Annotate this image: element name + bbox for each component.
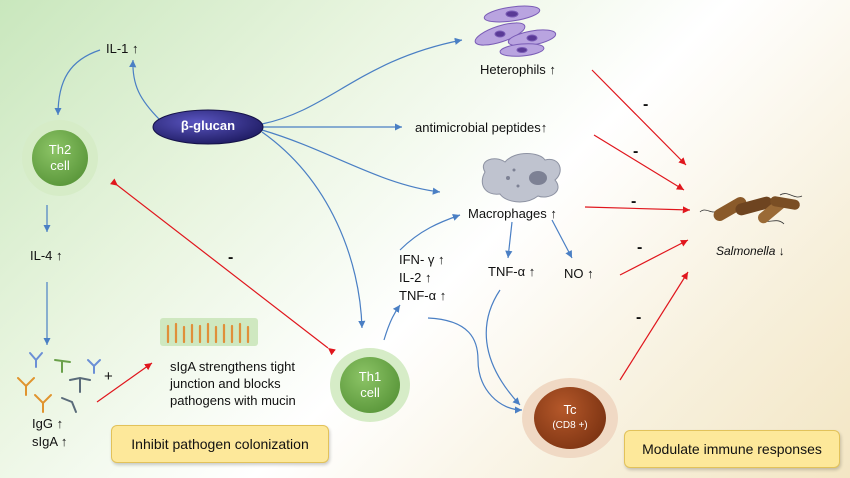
minus-no: - [637,239,643,256]
arrow-cytokines-macrophages [399,213,461,251]
th2-label: Th2 [48,142,72,157]
salmonella-down-arrow: ↓ [778,244,785,258]
salmonella-name: Salmonella [716,244,776,258]
beta-glucan-label: β-glucan [180,118,236,133]
tc-cell-node: Tc (CD8 +) [522,378,618,458]
arrow-tnf-tc [485,289,521,406]
arrow-glucan-macrophages [261,129,441,195]
villi-icon [160,318,258,346]
th2-cell-node: Th2 cell [22,120,98,196]
siga-label: sIgA ↑ [32,434,68,449]
minus-heterophils: - [643,96,649,113]
siga-description-3: pathogens with mucin [170,393,296,408]
igg-label: IgG ↑ [32,416,64,431]
arrow-cytokines-tc [427,317,523,414]
arrow-macrophages-tnf [505,221,513,259]
minus-th1-th2: - [228,249,234,266]
minus-tc: - [636,309,642,326]
il4-label: IL-4 ↑ [30,248,63,263]
beta-glucan-node [152,109,264,145]
minus-macrophages: - [631,193,637,210]
no-label: NO ↑ [564,266,594,281]
tnf-alpha-label-2: TNF-α ↑ [488,264,536,279]
plus-sign: + [104,368,113,385]
siga-description-1: sIgA strengthens tight [170,359,296,374]
arrow-amp-salmonella [593,134,685,191]
arrow-glucan-heterophils [261,37,463,125]
ifn-gamma-label: IFN- γ ↑ [399,252,445,267]
modulate-immune-box: Modulate immune responses [624,430,840,468]
arrow-th1-th2 [110,178,336,356]
arrow-glucan-th1 [261,131,366,329]
th1-cell-node: Th1 cell [330,348,410,422]
macrophage-icon [481,153,561,203]
il1-label: IL-1 ↑ [106,41,139,56]
inhibit-colonization-box: Inhibit pathogen colonization [111,425,329,463]
minus-amp: - [633,143,639,160]
th2-label-cell: cell [50,158,70,173]
amp-label: antimicrobial peptides↑ [415,120,548,135]
heterophils-icon [474,5,557,57]
tc-sublabel: (CD8 +) [552,420,588,431]
arrow-il1-th2 [54,49,101,116]
siga-description-2: junction and blocks [170,376,281,391]
arrow-heterophils-salmonella [591,69,687,166]
tnf-alpha-label-1: TNF-α ↑ [399,288,447,303]
salmonella-label: Salmonella ↓ [716,244,785,258]
arrow-tc-salmonella [619,271,689,381]
arrow-macrophages-salmonella [584,206,691,214]
arrow-th1-cytokines [383,304,401,341]
salmonella-icon [699,193,803,225]
heterophils-label: Heterophils ↑ [480,62,556,77]
il2-label: IL-2 ↑ [399,270,432,285]
macrophages-label: Macrophages ↑ [468,206,557,221]
arrow-macrophages-no [551,219,573,259]
arrow-glucan-il1 [129,59,161,121]
arrow-no-salmonella [619,239,689,276]
th1-label: Th1 [358,369,382,384]
arrow-ab-siga [96,362,153,403]
tc-label: Tc [563,402,577,417]
antibodies-icon [17,352,101,413]
th1-label-cell: cell [360,385,380,400]
